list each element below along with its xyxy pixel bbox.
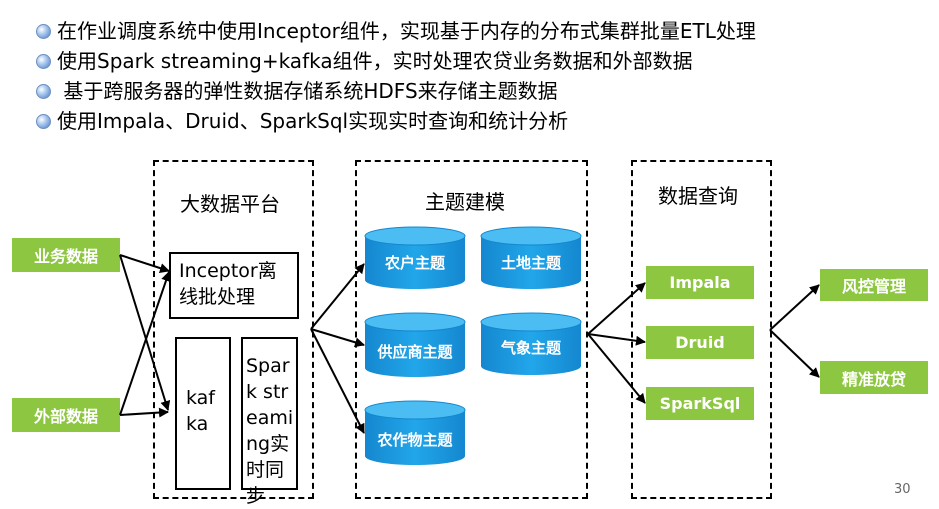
bullet-dot-icon bbox=[36, 83, 51, 99]
arrow-query-lending bbox=[769, 329, 820, 378]
platform-title: 大数据平台 bbox=[180, 192, 280, 216]
inceptor-label: Inceptor离线批处理 bbox=[179, 260, 277, 308]
bullet-item: 在作业调度系统中使用Inceptor组件，实现基于内存的分布式集群批量ETL处理 bbox=[36, 16, 756, 46]
arrow-platform-farmer bbox=[310, 263, 365, 330]
sparksql-box: SparkSql bbox=[646, 387, 754, 420]
spark-label: Spark streaming实时同步 bbox=[246, 355, 294, 507]
page-number: 30 bbox=[894, 482, 911, 497]
external-data-box: 外部数据 bbox=[12, 398, 120, 432]
arrow-modeling-druid bbox=[587, 333, 646, 346]
druid-box: Druid bbox=[646, 326, 754, 359]
arrow-external-kafka bbox=[119, 407, 169, 418]
inceptor-box: Inceptor离线批处理 bbox=[169, 252, 299, 319]
cylinder-supplier bbox=[364, 312, 466, 377]
bullet-item: 基于跨服务器的弹性数据存储系统HDFS来存储主题数据 bbox=[36, 76, 756, 106]
topic-weather-label: 气象主题 bbox=[500, 339, 561, 357]
business-data-box: 业务数据 bbox=[12, 238, 120, 272]
bullet-text: 使用Spark streaming+kafka组件，实时处理农贷业务数据和外部数… bbox=[57, 49, 693, 73]
arrow-business-inceptor bbox=[119, 254, 170, 273]
spark-box: Spark streaming实时同步 bbox=[241, 337, 298, 507]
risk-control-box: 风控管理 bbox=[820, 269, 928, 301]
bullet-text: 基于跨服务器的弹性数据存储系统HDFS来存储主题数据 bbox=[57, 79, 558, 103]
cylinder-land bbox=[480, 226, 582, 289]
bullet-item: 使用Spark streaming+kafka组件，实时处理农贷业务数据和外部数… bbox=[36, 46, 756, 76]
topic-crop-label: 农作物主题 bbox=[377, 431, 453, 449]
modeling-frame bbox=[355, 160, 588, 499]
query-title: 数据查询 bbox=[658, 184, 738, 208]
impala-box: Impala bbox=[646, 266, 754, 299]
kafka-label: kafka bbox=[186, 387, 216, 435]
cylinder-weather bbox=[480, 312, 582, 375]
bullet-text: 在作业调度系统中使用Inceptor组件，实现基于内存的分布式集群批量ETL处理 bbox=[57, 19, 756, 43]
modeling-title: 主题建模 bbox=[425, 190, 505, 214]
arrow-business-kafka bbox=[119, 254, 171, 411]
connectors bbox=[119, 254, 820, 434]
bullet-dot-icon bbox=[36, 23, 51, 39]
arrow-modeling-sparksql bbox=[587, 333, 646, 404]
topic-supplier-label: 供应商主题 bbox=[377, 343, 453, 361]
topic-land-label: 土地主题 bbox=[500, 254, 561, 272]
arrow-platform-supplier bbox=[310, 328, 365, 348]
kafka-box: kafka bbox=[175, 337, 231, 490]
cylinder-crop bbox=[364, 400, 466, 465]
topic-farmer-label: 农户主题 bbox=[384, 254, 445, 272]
bullet-item: 使用Impala、Druid、SparkSql实现实时查询和统计分析 bbox=[36, 106, 756, 136]
bullet-list: 在作业调度系统中使用Inceptor组件，实现基于内存的分布式集群批量ETL处理… bbox=[36, 16, 756, 136]
arrow-query-risk bbox=[769, 284, 820, 331]
arrow-external-inceptor bbox=[119, 271, 171, 416]
bullet-dot-icon bbox=[36, 113, 51, 129]
bullet-text: 使用Impala、Druid、SparkSql实现实时查询和统计分析 bbox=[57, 109, 569, 133]
bullet-dot-icon bbox=[36, 53, 51, 69]
precise-lending-box: 精准放贷 bbox=[820, 361, 928, 394]
arrow-modeling-impala bbox=[587, 282, 646, 335]
arrow-platform-crop bbox=[310, 328, 365, 434]
cylinder-farmer bbox=[364, 226, 466, 289]
